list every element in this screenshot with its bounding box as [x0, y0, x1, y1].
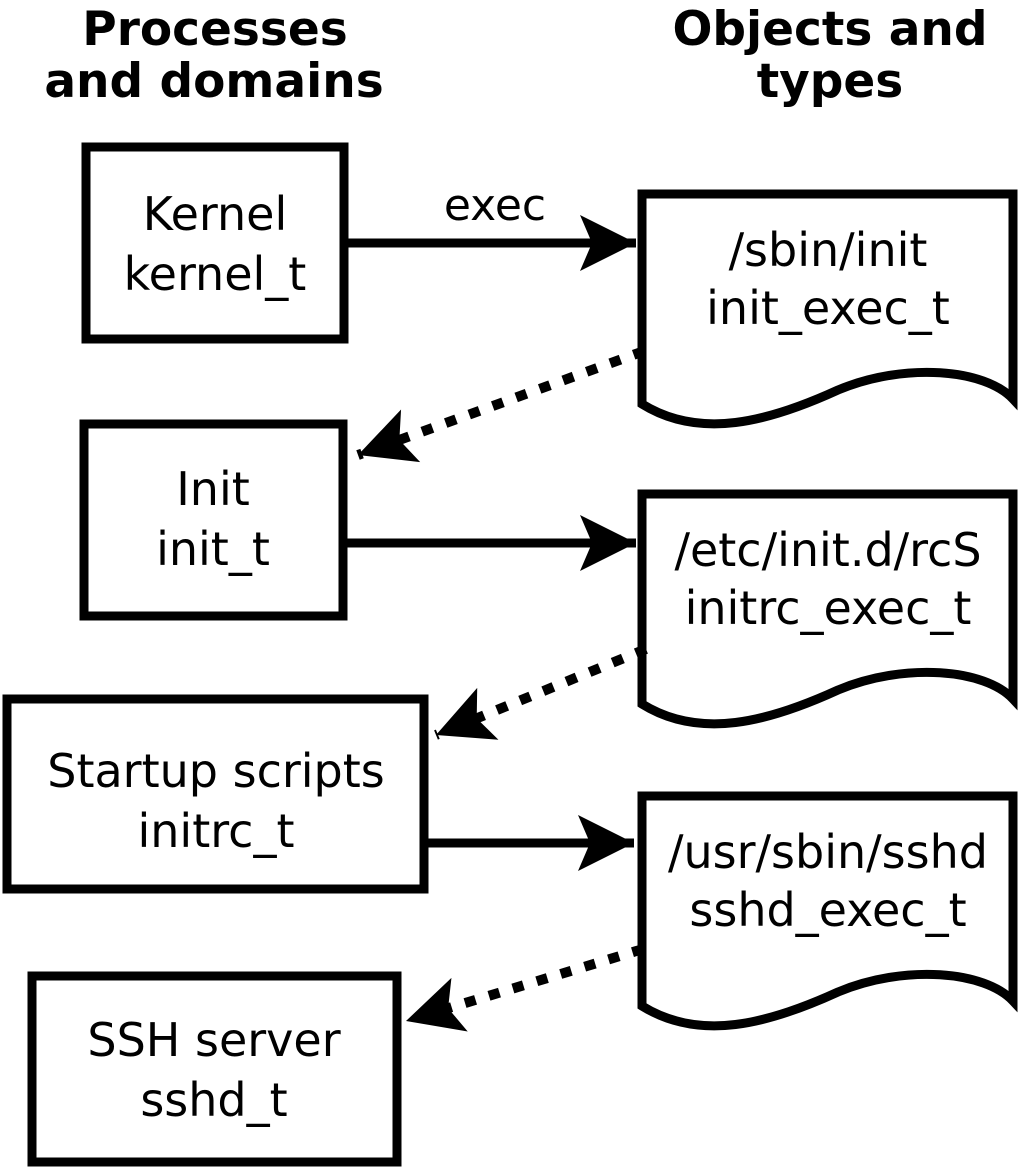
process-box-ssh-server [27, 971, 402, 1167]
right-column-header-line1: Objects and [672, 2, 987, 57]
object-doc-sbin-init-label: /sbin/init [729, 223, 928, 277]
object-doc-sbin-init [637, 189, 1018, 429]
process-box-init [79, 419, 348, 621]
left-column-header-line1: Processes [82, 2, 347, 57]
process-box-startup-scripts-type: initrc_t [138, 804, 295, 858]
exec-arrow-label: exec [444, 180, 546, 231]
process-box-init-type: init_t [156, 522, 270, 576]
process-box-startup-scripts-label: Startup scripts [47, 744, 385, 798]
object-doc-sbin-init-type: init_exec_t [706, 281, 950, 335]
process-box-init-label: Init [176, 462, 250, 516]
process-box-kernel-label: Kernel [143, 187, 288, 241]
transition-arrow-sshd-exec-to-sshd [404, 944, 645, 1032]
object-doc-etc-initd-rcs [637, 489, 1018, 729]
left-column-header-line2: and domains [44, 54, 383, 109]
transition-arrow-sbin-init-to-init [356, 346, 646, 463]
object-doc-etc-initd-rcs-label: /etc/init.d/rcS [674, 523, 981, 577]
right-column-header-line2: types [757, 54, 904, 109]
process-box-kernel [81, 142, 349, 344]
object-doc-etc-initd-rcs-type: initrc_exec_t [685, 581, 972, 635]
process-box-ssh-server-type: sshd_t [140, 1073, 287, 1127]
object-doc-usr-sbin-sshd-label: /usr/sbin/sshd [668, 825, 988, 879]
process-box-kernel-type: kernel_t [124, 247, 307, 301]
object-doc-usr-sbin-sshd-type: sshd_exec_t [689, 883, 966, 937]
object-doc-usr-sbin-sshd [637, 791, 1018, 1031]
process-box-startup-scripts [2, 694, 429, 894]
process-box-ssh-server-label: SSH server [87, 1013, 340, 1067]
